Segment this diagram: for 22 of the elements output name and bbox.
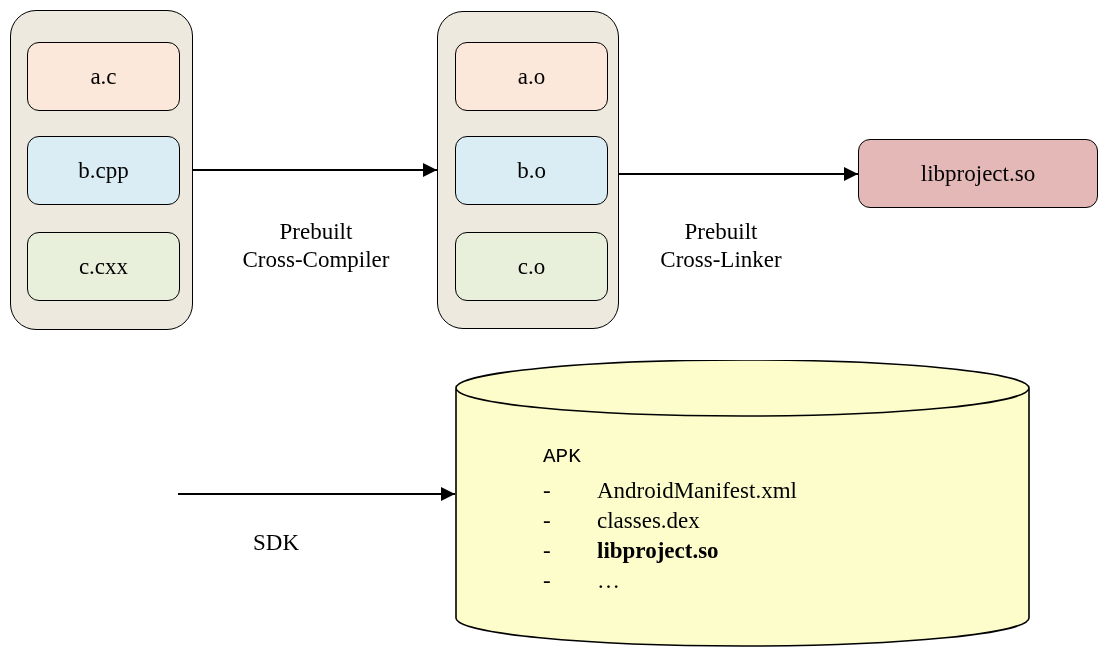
library-box: libproject.so — [858, 139, 1098, 208]
object-file-box: c.o — [455, 232, 608, 301]
list-item: classes.dex — [597, 508, 701, 534]
arrow — [192, 163, 438, 177]
list-item: libproject.so — [597, 538, 720, 564]
container-box — [10, 10, 193, 330]
container-box — [437, 11, 619, 329]
bullet-dash: - — [543, 478, 552, 504]
file-box: b.cpp — [27, 136, 180, 205]
arrow — [177, 487, 456, 501]
object-file-box: b.o — [455, 136, 608, 205]
list-item: … — [597, 568, 621, 594]
bullet-dash: - — [543, 538, 552, 564]
arrow — [618, 167, 859, 181]
list-item: AndroidManifest.xml — [597, 478, 797, 504]
object-file-box: a.o — [455, 42, 608, 111]
file-box: a.c — [27, 42, 180, 111]
apk-cylinder — [455, 360, 1030, 647]
bullet-dash: - — [543, 568, 552, 594]
bullet-dash: - — [543, 508, 552, 534]
file-box: c.cxx — [27, 232, 180, 301]
cylinder-title: APK — [543, 444, 582, 470]
